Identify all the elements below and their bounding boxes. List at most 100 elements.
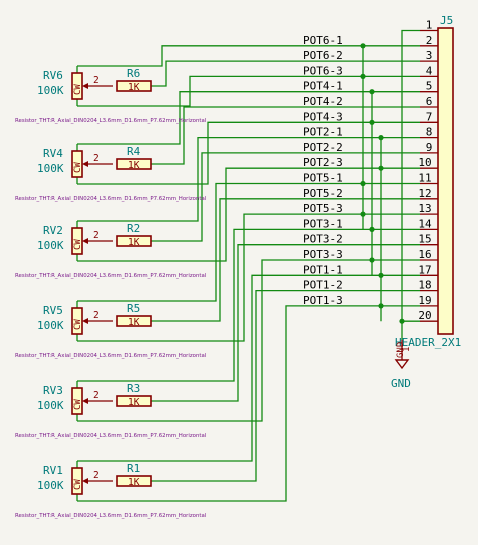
route-wire	[77, 45, 298, 67]
pot-value: 100K	[37, 84, 64, 97]
pot-value: 100K	[37, 319, 64, 332]
resistor-value: 1K	[128, 477, 140, 488]
net-label: POT1-1	[303, 263, 343, 276]
wires-layer	[76, 29, 420, 502]
route-wire	[77, 274, 298, 462]
gnd-label: GND	[391, 377, 411, 390]
junction-dot	[378, 165, 384, 171]
junction-dot	[378, 303, 384, 309]
header-pin-number: 14	[418, 217, 432, 230]
gnd-wire	[401, 29, 420, 340]
header-pin-number: 13	[418, 202, 431, 215]
header-pin-number: 7	[426, 110, 433, 123]
pot-ref: RV4	[43, 147, 63, 160]
header-pin-number: 10	[418, 156, 431, 169]
net-labels-layer: POT6-1POT6-2POT6-3POT4-1POT4-2POT4-3POT2…	[303, 34, 343, 307]
route-wire	[151, 244, 298, 402]
header-pin-number: 4	[426, 64, 433, 77]
net-label: POT6-2	[303, 49, 343, 62]
header-pin-number: 6	[426, 95, 433, 108]
net-label: POT5-2	[303, 187, 343, 200]
net-label: POT5-3	[303, 202, 343, 215]
junction-dot	[399, 318, 405, 324]
pot-ref: RV5	[43, 304, 63, 317]
net-label: POT5-1	[303, 172, 343, 185]
route-wire	[77, 305, 298, 502]
resistor-value: 1K	[128, 82, 140, 93]
pot-rv6: CW2RV6100KR61KResistor_THT:R_Axial_DIN02…	[15, 67, 206, 124]
net-label: POT1-2	[303, 279, 343, 292]
pot-value: 100K	[37, 479, 64, 492]
net-label: POT2-3	[303, 156, 343, 169]
route-wire	[151, 198, 298, 322]
junction-dot	[360, 211, 366, 217]
pot-cw-label: CW	[73, 162, 83, 173]
net-label: POT2-1	[303, 126, 343, 139]
net-label: POT6-3	[303, 64, 343, 77]
footprint-label: Resistor_THT:R_Axial_DIN0204_L3.6mm_D1.6…	[15, 273, 206, 279]
junction-dot	[360, 43, 366, 49]
pot-wiper	[82, 238, 88, 244]
pot-cw-label: CW	[73, 319, 83, 330]
pot-value: 100K	[37, 162, 64, 175]
pot-pin-label: 2	[93, 75, 99, 86]
gnd-pin-label: GND	[396, 342, 406, 358]
header-pin-number: 2	[426, 34, 433, 47]
junction-dot	[360, 73, 366, 79]
header-ref: J5	[440, 14, 453, 27]
resistor-value: 1K	[128, 237, 140, 248]
pot-wiper	[82, 398, 88, 404]
pot-rv2: CW2RV2100KR21KResistor_THT:R_Axial_DIN02…	[15, 222, 206, 279]
pot-pin-label: 2	[93, 230, 99, 241]
resistor-value: 1K	[128, 397, 140, 408]
pot-pin-label: 2	[93, 153, 99, 164]
header-pin-number: 18	[418, 279, 431, 292]
pot-rv1: CW2RV1100KR11KResistor_THT:R_Axial_DIN02…	[15, 462, 206, 519]
route-wire	[77, 213, 298, 342]
net-label: POT1-3	[303, 294, 343, 307]
net-label: POT3-3	[303, 248, 343, 261]
route-wire	[77, 182, 298, 302]
pot-value: 100K	[37, 399, 64, 412]
gnd-pin-number: 1	[402, 347, 412, 352]
junction-dot	[378, 272, 384, 278]
header-pin-number: 5	[426, 80, 433, 93]
resistor-ref: R6	[127, 67, 140, 80]
junction-dot	[369, 257, 375, 263]
pot-value: 100K	[37, 239, 64, 252]
pot-rv5: CW2RV5100KR51KResistor_THT:R_Axial_DIN02…	[15, 302, 206, 359]
junction-dot	[378, 135, 384, 141]
resistor-body	[116, 315, 152, 327]
route-wire	[77, 167, 298, 262]
pot-ref: RV3	[43, 384, 63, 397]
gnd-triangle	[394, 359, 410, 370]
header-pin-number: 20	[418, 309, 431, 322]
pot-ref: RV1	[43, 464, 63, 477]
header-body	[437, 27, 454, 335]
header-pin-number: 15	[418, 233, 431, 246]
net-label: POT2-2	[303, 141, 343, 154]
footprint-label: Resistor_THT:R_Axial_DIN0204_L3.6mm_D1.6…	[15, 513, 206, 519]
footprint-label: Resistor_THT:R_Axial_DIN0204_L3.6mm_D1.6…	[15, 353, 206, 359]
pot-cw-label: CW	[73, 84, 83, 95]
junction-dot	[360, 180, 366, 187]
pot-cw-label: CW	[73, 239, 83, 250]
header-pin-number: 16	[418, 248, 431, 261]
junction-dot	[369, 119, 375, 125]
route-wire	[151, 60, 298, 87]
route-wire	[77, 228, 298, 382]
resistor-ref: R2	[127, 222, 140, 235]
footprint-label: Resistor_THT:R_Axial_DIN0204_L3.6mm_D1.6…	[15, 118, 206, 124]
header-pin-number: 17	[418, 263, 431, 276]
resistor-body	[116, 80, 152, 92]
pot-wiper	[82, 478, 88, 484]
pot-rv3: CW2RV3100KR31KResistor_THT:R_Axial_DIN02…	[15, 382, 206, 439]
pot-pin-label: 2	[93, 470, 99, 481]
route-wire	[77, 136, 298, 222]
resistor-value: 1K	[128, 160, 140, 171]
resistor-ref: R4	[127, 145, 141, 158]
resistor-body	[116, 395, 152, 407]
pot-pin-label: 2	[93, 390, 99, 401]
net-label: POT3-1	[303, 217, 343, 230]
